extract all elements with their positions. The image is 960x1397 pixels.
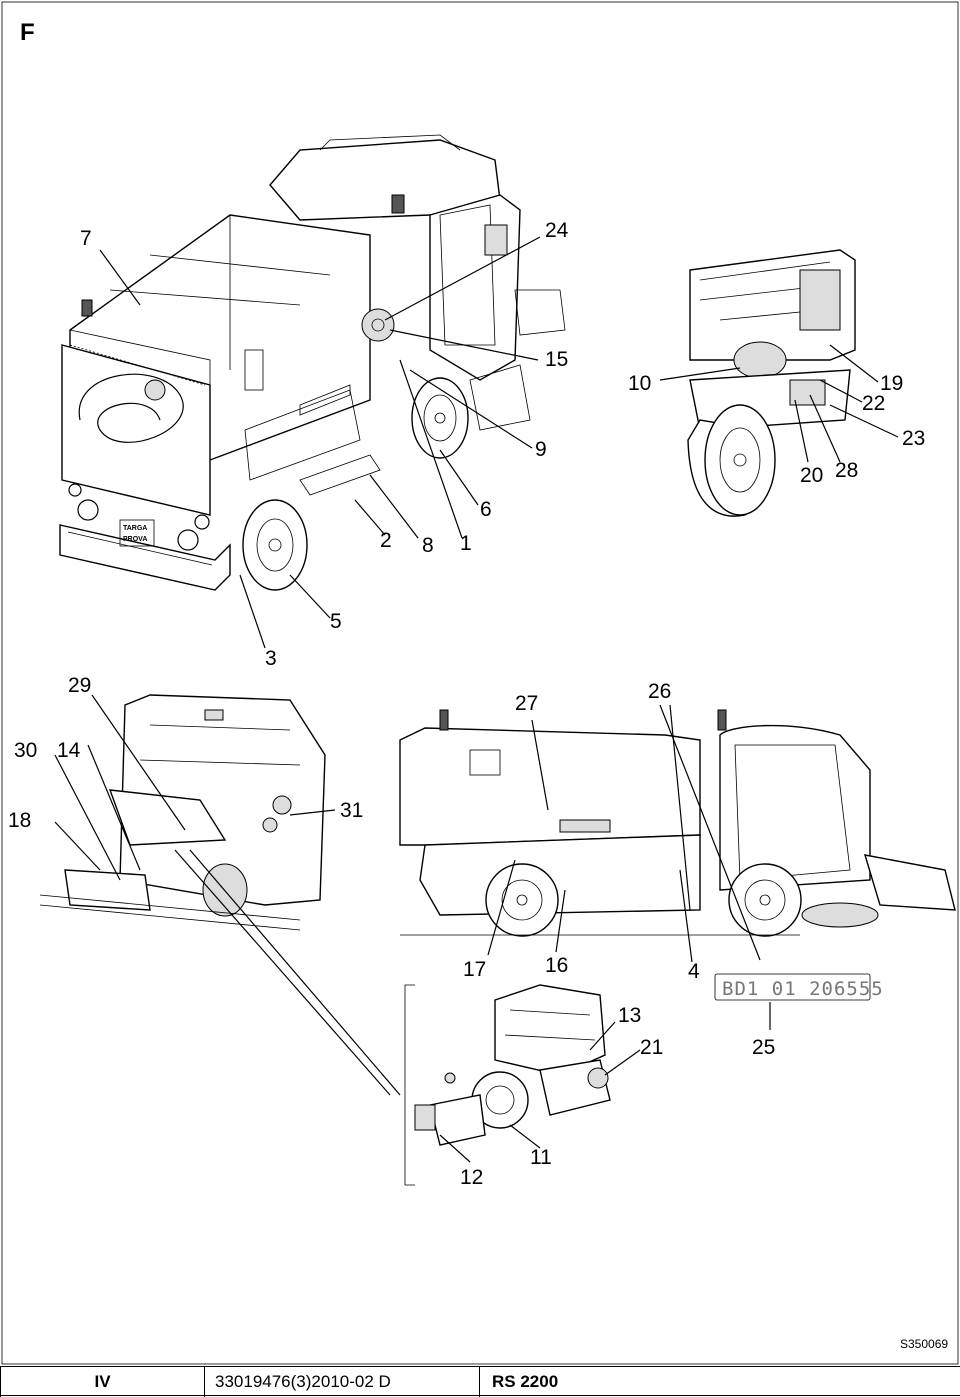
callout-25: 25 xyxy=(752,1036,775,1059)
callout-7: 7 xyxy=(80,227,92,250)
callout-22: 22 xyxy=(862,392,885,415)
page-frame xyxy=(1,1,959,1365)
section-letter: F xyxy=(20,19,35,46)
callout-21: 21 xyxy=(640,1036,663,1059)
callout-18: 18 xyxy=(8,809,31,832)
callout-29: 29 xyxy=(68,674,91,697)
callout-6: 6 xyxy=(480,498,492,521)
callout-12: 12 xyxy=(460,1166,483,1189)
callout-9: 9 xyxy=(535,438,547,461)
license-plate-line-2: PROVA xyxy=(123,536,147,543)
callout-16: 16 xyxy=(545,954,568,977)
engine-bay-view xyxy=(39,694,326,931)
footer-document-number: 33019476(3)2010-02 D xyxy=(205,1367,480,1397)
callout-labels: 7 24 15 9 6 2 8 1 5 3 10 19 22 23 20 28 … xyxy=(8,219,925,1189)
pump-assembly-view xyxy=(404,984,611,1186)
technical-drawing-sheet: F TARGA PROVA xyxy=(1,1,959,1365)
callout-10: 10 xyxy=(628,372,651,395)
callout-13: 13 xyxy=(618,1004,641,1027)
callout-4: 4 xyxy=(688,960,700,983)
serial-plate: BD1 01 206555 xyxy=(714,973,884,1001)
drawing-reference: S350069 xyxy=(900,1337,948,1351)
callout-3: 3 xyxy=(265,647,277,670)
leader-lines-view-4 xyxy=(487,704,771,1030)
callout-20: 20 xyxy=(800,464,823,487)
leader-lines-view-5 xyxy=(439,1021,641,1163)
serial-plate-text: BD1 01 206555 xyxy=(722,978,884,1000)
leader-lines-view-1 xyxy=(99,236,541,649)
callout-26: 26 xyxy=(648,680,671,703)
callout-1: 1 xyxy=(460,532,472,555)
callout-2: 2 xyxy=(380,529,392,552)
leader-lines-view-2 xyxy=(659,344,899,463)
callout-19: 19 xyxy=(880,372,903,395)
sweeper-rear-view: TARGA PROVA xyxy=(59,134,566,591)
sweeper-side-view xyxy=(399,709,956,937)
footer-bar: IV 33019476(3)2010-02 D RS 2200 xyxy=(0,1366,960,1397)
callout-17: 17 xyxy=(463,958,486,981)
footer-model-name: RS 2200 xyxy=(492,1372,559,1391)
callout-30: 30 xyxy=(14,739,37,762)
engine-detail-view xyxy=(687,249,856,517)
footer-page-number: IV xyxy=(0,1367,205,1397)
callout-14: 14 xyxy=(57,739,81,762)
callout-11: 11 xyxy=(530,1146,552,1169)
callout-27: 27 xyxy=(515,692,538,715)
callout-24: 24 xyxy=(545,219,569,242)
leader-lines-view-3 xyxy=(54,694,401,1096)
callout-15: 15 xyxy=(545,348,568,371)
callout-31: 31 xyxy=(340,799,363,822)
callout-8: 8 xyxy=(422,534,434,557)
callout-28: 28 xyxy=(835,459,858,482)
callout-5: 5 xyxy=(330,610,342,633)
callout-23: 23 xyxy=(902,427,925,450)
license-plate-line-1: TARGA xyxy=(123,525,147,532)
